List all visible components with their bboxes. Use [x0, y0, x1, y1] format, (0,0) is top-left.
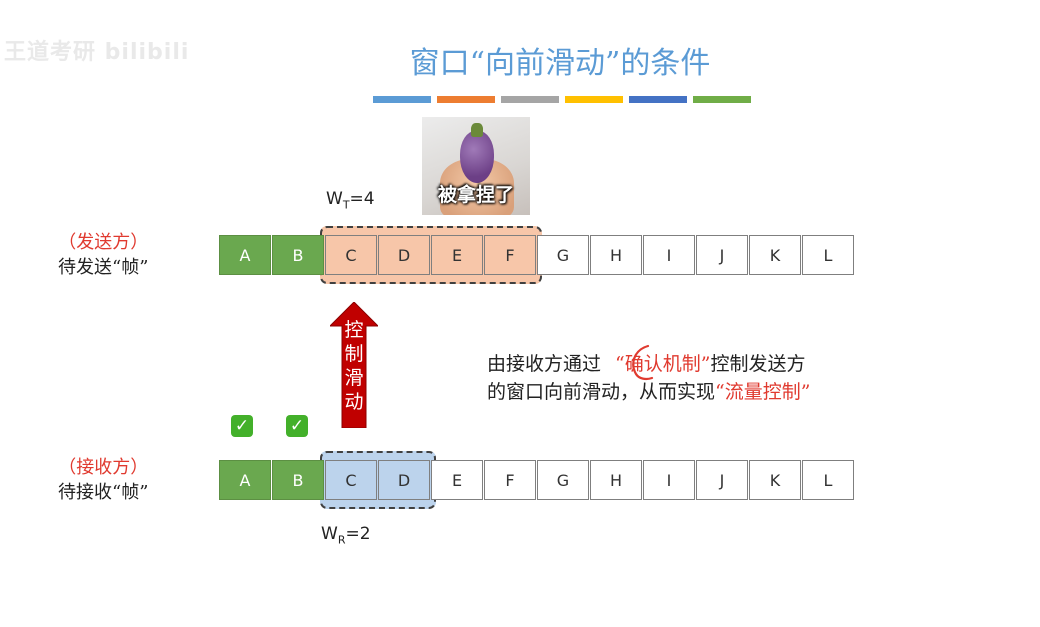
flow-control-highlight: “流量控制”: [715, 381, 811, 403]
frame-cell: E: [431, 460, 483, 500]
frame-cell: H: [590, 460, 642, 500]
frame-cell: K: [749, 235, 801, 275]
receiver-window-label: WR=2: [321, 524, 371, 547]
flow-control-description: 由接收方通过“确认机制”控制发送方 的窗口向前滑动，从而实现“流量控制”: [487, 350, 810, 406]
title-color-bar: [565, 96, 623, 103]
meme-caption: 被拿捏了: [437, 184, 514, 206]
receiver-desc: 待接收“帧”: [58, 482, 149, 503]
frame-cell: I: [643, 460, 695, 500]
frame-cell: A: [219, 235, 271, 275]
description-line-2: 的窗口向前滑动，从而实现“流量控制”: [487, 381, 811, 403]
frame-cell: K: [749, 460, 801, 500]
title-color-bar: [501, 96, 559, 103]
title-color-bar: [693, 96, 751, 103]
slide-title: 窗口“向前滑动”的条件: [409, 46, 711, 81]
meme-image: 被拿捏了: [422, 117, 530, 215]
watermark: 王道考研 bilibili: [4, 40, 190, 65]
frame-cell: G: [537, 460, 589, 500]
frame-cell: J: [696, 460, 748, 500]
description-line-1: 由接收方通过“确认机制”控制发送方: [487, 353, 806, 375]
arrow-label: 控制滑动: [342, 318, 366, 414]
frame-cell: J: [696, 235, 748, 275]
ack-mechanism-highlight: “确认机制”: [615, 353, 711, 375]
frame-cell: B: [272, 235, 324, 275]
top-bar: [0, 0, 1040, 30]
title-color-bar: [373, 96, 431, 103]
sender-window-label: WT=4: [326, 189, 375, 212]
arrow-label-char: 制: [344, 343, 364, 365]
sender-desc: 待发送“帧”: [58, 257, 149, 278]
frame-cell: F: [484, 460, 536, 500]
frame-cell: H: [590, 235, 642, 275]
check-mark-icon: ✓: [286, 415, 308, 437]
frame-cell: L: [802, 235, 854, 275]
frame-cell: C: [325, 235, 377, 275]
meme-stem: [471, 123, 483, 137]
frame-cell: B: [272, 460, 324, 500]
frame-cell: D: [378, 235, 430, 275]
frame-cell: L: [802, 460, 854, 500]
receiver-role: （接收方）: [58, 457, 149, 478]
check-mark-icon: ✓: [231, 415, 253, 437]
meme-eggplant: [460, 131, 494, 183]
frame-cell: F: [484, 235, 536, 275]
frame-cell: D: [378, 460, 430, 500]
frame-cell: C: [325, 460, 377, 500]
arrow-label-char: 动: [344, 391, 364, 413]
frame-cell: E: [431, 235, 483, 275]
frame-cell: G: [537, 235, 589, 275]
handwritten-bracket-mark: [632, 344, 654, 381]
frame-cell: I: [643, 235, 695, 275]
arrow-label-char: 滑: [344, 367, 364, 389]
title-color-bar: [437, 96, 495, 103]
sender-role: （发送方）: [58, 232, 149, 253]
arrow-label-char: 控: [344, 319, 364, 341]
up-arrow-icon: [330, 302, 378, 428]
sender-label: （发送方） 待发送“帧”: [58, 230, 148, 280]
frame-cell: A: [219, 460, 271, 500]
title-color-bar: [629, 96, 687, 103]
receiver-label: （接收方） 待接收“帧”: [58, 455, 148, 505]
